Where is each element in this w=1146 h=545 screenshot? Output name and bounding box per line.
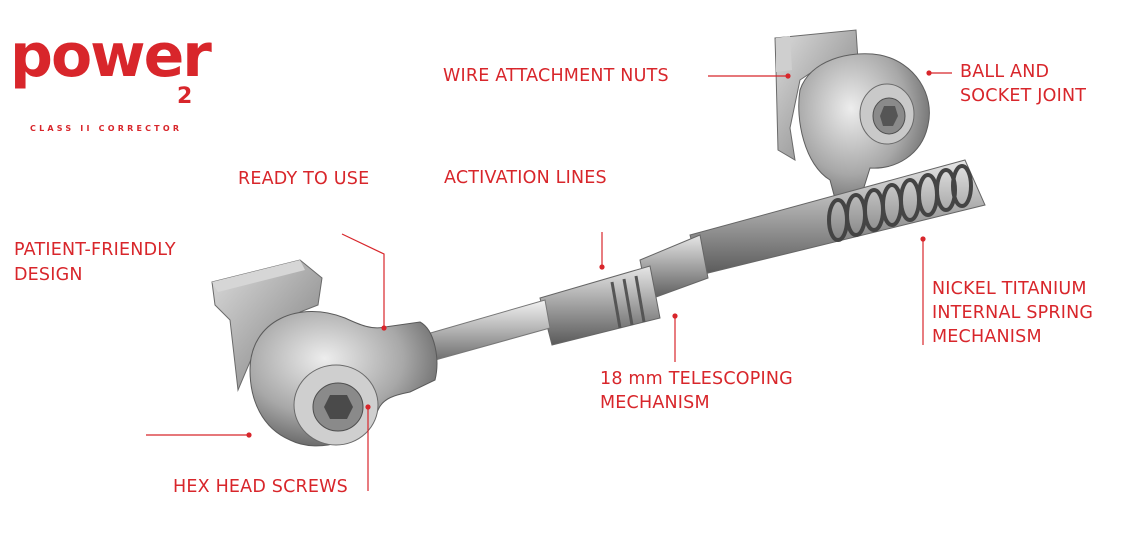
label-patient-friendly-design-line1: PATIENT-FRIENDLY <box>14 240 176 260</box>
leader-dot-ready-to-use <box>381 325 387 331</box>
leader-dot-activation-lines <box>599 264 605 270</box>
left-attachment-nut <box>211 259 323 392</box>
spring-housing <box>639 159 986 301</box>
nickel-titanium-spring <box>827 164 973 242</box>
label-telescoping-line2: MECHANISM <box>600 393 710 413</box>
logo-number: 2 <box>177 84 193 109</box>
leader-dot-telescoping-mechanism <box>672 313 678 319</box>
logo-word: power <box>10 21 212 91</box>
leader-ready-to-use <box>341 233 385 327</box>
label-ball-and-socket-joint-line2: SOCKET JOINT <box>960 86 1087 106</box>
left-socket-eye <box>249 311 438 447</box>
label-telescoping-line1: 18 mm TELESCOPING <box>600 369 793 389</box>
leader-dot-ball-and-socket-joint <box>926 70 932 76</box>
label-ball-and-socket-joint-line1: BALL AND <box>960 62 1050 82</box>
logo-tagline: CLASS II CORRECTOR <box>30 124 183 133</box>
label-wire-attachment-nuts: WIRE ATTACHMENT NUTS <box>443 66 669 86</box>
label-activation-lines: ACTIVATION LINES <box>444 168 607 188</box>
leader-lines <box>146 70 952 491</box>
label-nickel-titanium-line1: NICKEL TITANIUM <box>932 279 1087 299</box>
label-nickel-titanium-line3: MECHANISM <box>932 327 1042 347</box>
label-patient-friendly-design-line2: DESIGN <box>14 265 83 285</box>
leader-dot-nickel-titanium-spring <box>920 236 926 242</box>
label-nickel-titanium-line2: INTERNAL SPRING <box>932 303 1094 323</box>
leader-dot-hex-head-screws <box>365 404 371 410</box>
label-ready-to-use: READY TO USE <box>238 169 370 189</box>
label-hex-head-screws: HEX HEAD SCREWS <box>173 477 348 497</box>
activation-rod <box>419 299 551 363</box>
telescoping-tube <box>539 265 661 346</box>
right-socket-eye <box>798 53 930 211</box>
leader-dot-patient-friendly-design <box>246 432 252 438</box>
leader-dot-wire-attachment-nuts <box>785 73 791 79</box>
